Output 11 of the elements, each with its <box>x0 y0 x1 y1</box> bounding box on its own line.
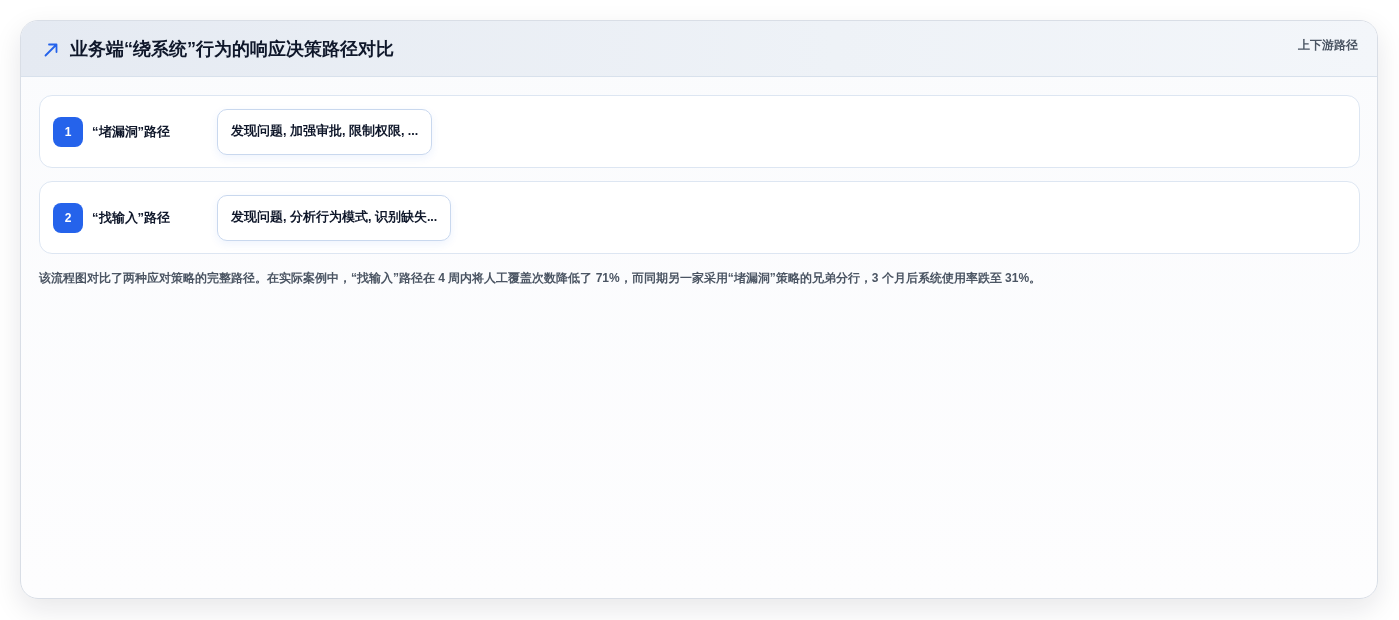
step-number-badge: 2 <box>53 202 83 233</box>
step-box: 发现问题, 分析行为模式, 识别缺失... <box>217 194 452 241</box>
title: 业务端“绕系统”行为的响应决策路径对比 <box>70 38 394 61</box>
step-number-badge: 1 <box>53 116 83 147</box>
section-label: 上下游路径 <box>1298 37 1358 53</box>
path-row <box>39 181 1360 254</box>
caption-text: 该流程图对比了两种应对策略的完整路径。在实际案例中，“找输入”路径在 4 周内将人工覆盖次数降低了 71%，而同期另一家采用“堵漏洞”策略的兄弟分行，3 个月后系统使用率跌至 31%。 <box>39 270 1042 286</box>
path-name: “找输入”路径 <box>92 208 171 227</box>
step-box: 发现问题, 加强审批, 限制权限, ... <box>217 108 433 155</box>
path-name: “堵漏洞”路径 <box>92 122 171 141</box>
path-row <box>39 95 1360 168</box>
